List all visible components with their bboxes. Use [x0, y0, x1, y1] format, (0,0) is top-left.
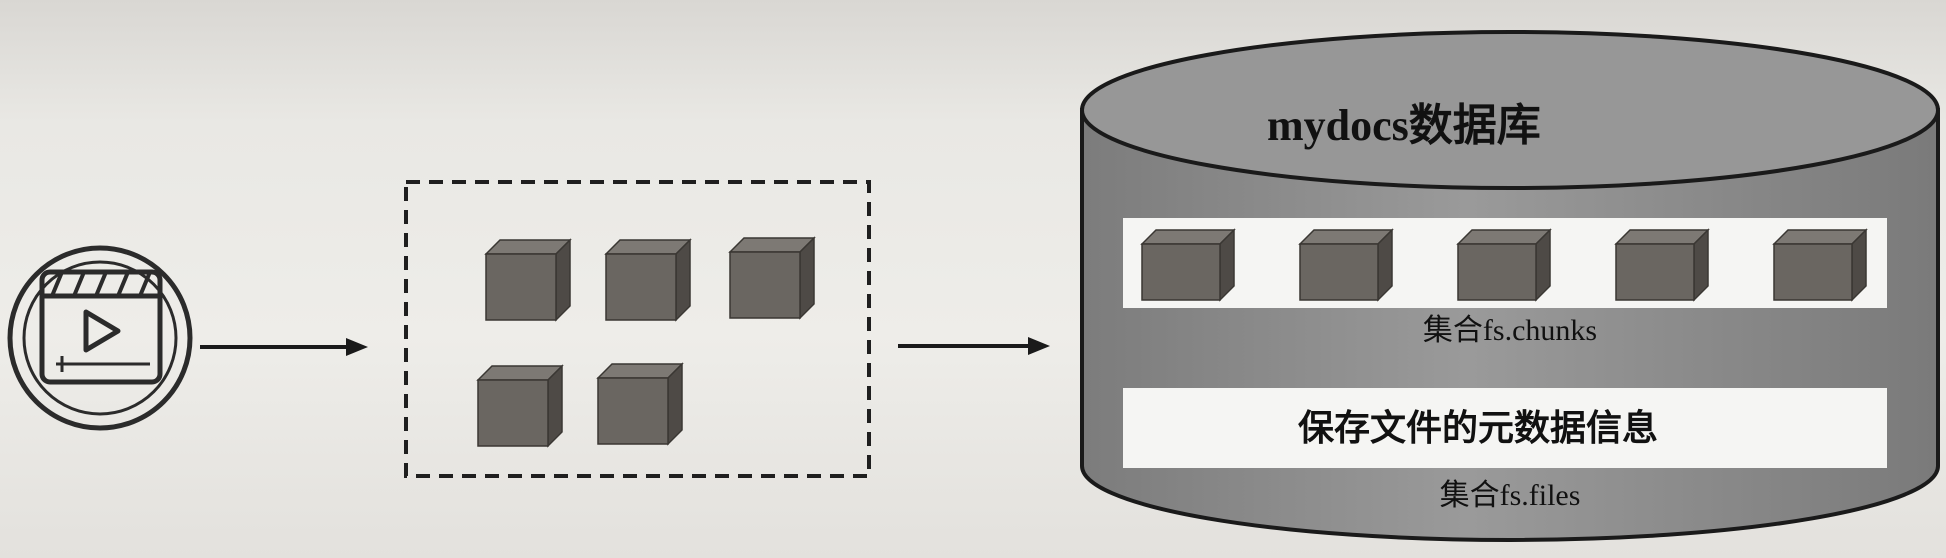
- chunk-cube: [484, 238, 572, 322]
- files-collection-label: 集合fs.files: [1440, 479, 1581, 512]
- chunk-cube: [596, 362, 684, 446]
- split-chunks-box: [404, 180, 871, 478]
- chunks-collection-label: 集合fs.chunks: [1423, 314, 1597, 347]
- chunk-cube: [1614, 228, 1710, 302]
- stored-chunk-group: [1140, 228, 1868, 302]
- chunk-cube: [604, 238, 692, 322]
- chunk-cube: [728, 236, 816, 320]
- split-chunk-group: [476, 236, 816, 448]
- files-collection-panel: [1123, 388, 1887, 468]
- files-metadata-text: 保存文件的元数据信息: [1298, 408, 1658, 449]
- chunk-cube: [1772, 228, 1868, 302]
- arrow-icon: [898, 337, 1050, 355]
- video-file-icon: [7, 245, 193, 431]
- database-title: mydocs数据库: [1267, 101, 1541, 150]
- chunk-cube: [476, 364, 564, 448]
- chunk-cube: [1298, 228, 1394, 302]
- arrow-icon: [200, 338, 368, 356]
- chunk-cube: [1140, 228, 1236, 302]
- chunk-cube: [1456, 228, 1552, 302]
